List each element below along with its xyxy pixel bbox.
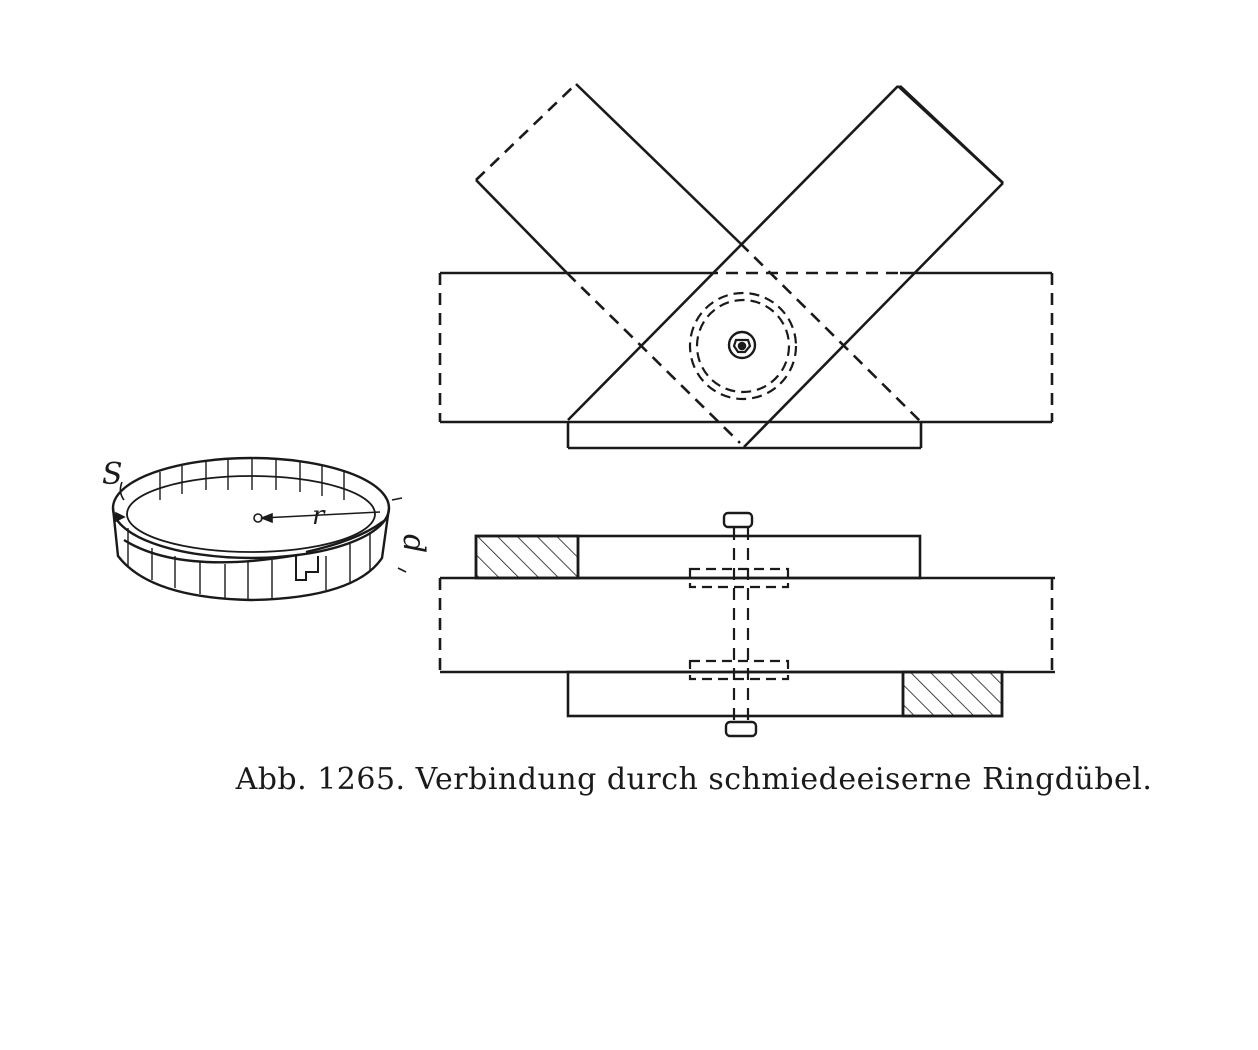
ring-label-d: d [396, 534, 431, 553]
plan-left-diagonal [475, 83, 922, 444]
section-ring-dowels [688, 567, 790, 681]
section-lower-member [566, 670, 1004, 718]
section-upper-member [474, 534, 922, 580]
ring-label-s: S [102, 457, 123, 492]
plan-right-diagonal [567, 85, 1004, 448]
plan-ring-dowel [688, 291, 798, 401]
ring-dowel-perspective [111, 456, 407, 602]
plan-bolt-nut [727, 330, 757, 360]
plan-horizontal-beam [438, 271, 1054, 424]
section-bolt [722, 511, 758, 738]
ring-radius-marker [114, 481, 407, 573]
ring-label-r: r [312, 501, 326, 531]
section-view [438, 511, 1055, 738]
figure-caption: Abb. 1265. Verbindung durch schmiedeeise… [235, 762, 1153, 797]
plan-view [438, 83, 1054, 450]
ring-ribs [127, 459, 371, 600]
plan-lower-strip [566, 422, 923, 450]
